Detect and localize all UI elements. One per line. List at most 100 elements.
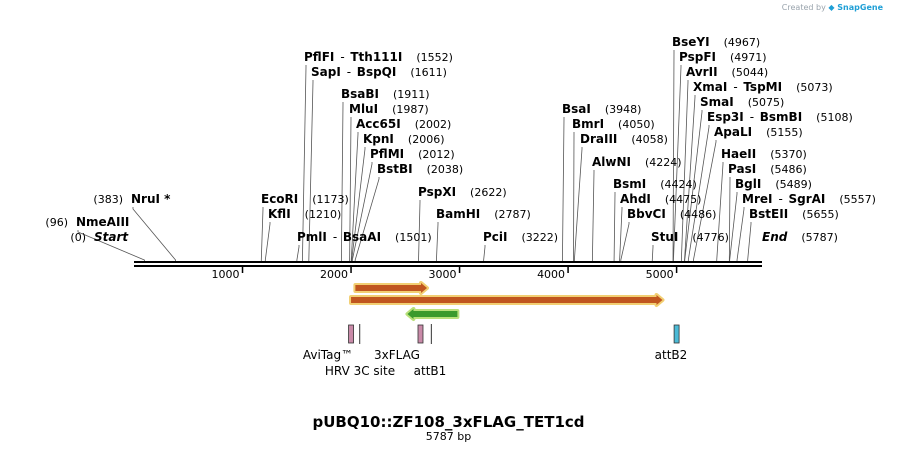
site-xmai: XmaI-TspMI(5073) <box>693 80 833 94</box>
site-name: MreI <box>742 192 772 206</box>
site-position: (0) <box>70 231 86 244</box>
site-leader <box>260 207 264 263</box>
site-pmli: PmlI-BsaAI(1501) <box>297 230 432 244</box>
site-ecori: EcoRI(1173) <box>261 192 349 206</box>
site-name: Start <box>94 230 129 244</box>
site-name: Acc65I <box>356 117 401 131</box>
site-name: PflMI <box>370 147 404 161</box>
site-separator: - <box>347 65 351 79</box>
site-name-alt: BsmBI <box>760 110 802 124</box>
site-name: EcoRI <box>261 192 298 206</box>
site-leader <box>651 245 654 263</box>
site-position: (4971) <box>730 51 767 64</box>
site-name: XmaI <box>693 80 727 94</box>
site-leader <box>483 245 486 263</box>
site-name: NruI * <box>131 192 171 206</box>
site-position: (3948) <box>605 103 642 116</box>
site-pasi: PasI(5486) <box>728 162 807 176</box>
site-name: PflFI <box>304 50 334 64</box>
site-position: (5073) <box>796 81 833 94</box>
site-leader <box>351 147 366 263</box>
site-name: PciI <box>483 230 508 244</box>
site-name: BsaBI <box>341 87 379 101</box>
site-leader <box>573 147 583 263</box>
site-name: HaeII <box>721 147 756 161</box>
site-bamhi: BamHI (2787) <box>436 207 531 221</box>
site-name: PmlI <box>297 230 327 244</box>
site-nrui: NruI *(383) <box>93 192 171 206</box>
site-separator: - <box>778 192 782 206</box>
site-leader <box>620 222 630 263</box>
site-name: BbvCI <box>627 207 666 221</box>
marker-label: attB1 <box>414 364 447 378</box>
plasmid-name: pUBQ10::ZF108_3xFLAG_TET1cd <box>312 413 585 431</box>
site-position: (4224) <box>645 156 682 169</box>
site-position: (2787) <box>494 208 531 221</box>
site-alwni: AlwNI(4224) <box>592 155 682 169</box>
feature-arrow-body <box>355 283 428 293</box>
site-position: (4776) <box>692 231 729 244</box>
marker-label: AviTag™ <box>303 348 353 362</box>
site-bstbi: BstBI(2038) <box>377 162 463 176</box>
site-name: BsmI <box>613 177 646 191</box>
site-name: StuI <box>651 230 678 244</box>
site-leader <box>132 207 176 263</box>
site-leader <box>716 162 724 263</box>
site-position: (5155) <box>766 126 803 139</box>
site-bseyi: BseYI(4967) <box>672 35 760 49</box>
site-position: (4050) <box>618 118 655 131</box>
site-name: DraIII <box>580 132 617 146</box>
site-name: KpnI <box>363 132 394 146</box>
site-pflmi: PflMI(2012) <box>370 147 455 161</box>
site-name: NmeAIII <box>76 215 129 229</box>
marker-avitag: AviTag™ <box>303 324 354 362</box>
site-position: (5557) <box>839 193 876 206</box>
ruler-tick-label: 3000 <box>429 268 457 281</box>
marker-box <box>673 324 680 344</box>
site-name: BstEII <box>749 207 788 221</box>
site-name: BsaI <box>562 102 591 116</box>
site-leader <box>729 192 738 263</box>
marker-label: 3xFLAG <box>374 348 420 362</box>
watermark-prefix: Created by <box>781 3 826 12</box>
site-stui: StuI (4776) <box>651 230 729 244</box>
site-acc65i: Acc65I(2002) <box>356 117 451 131</box>
site-bgli: BglI(5489) <box>735 177 812 191</box>
site-position: (4486) <box>680 208 717 221</box>
site-name: BamHI <box>436 207 480 221</box>
site-position: (2622) <box>470 186 507 199</box>
site-name: AvrII <box>686 65 718 79</box>
snapgene-logo: ◆ SnapGene <box>828 3 883 12</box>
site-sapi: SapI-BspQI(1611) <box>311 65 447 79</box>
site-separator: - <box>733 80 737 94</box>
site-name: AhdI <box>620 192 651 206</box>
site-position: (5489) <box>775 178 812 191</box>
site-bmri: BmrI(4050) <box>572 117 655 131</box>
site-position: (4475) <box>665 193 702 206</box>
site-leader <box>747 222 752 263</box>
site-name-alt: SgrAI <box>788 192 825 206</box>
site-pspxi: PspXI(2622) <box>418 185 507 199</box>
site-name: End <box>762 230 788 244</box>
site-bbvci: BbvCI (4486) <box>627 207 716 221</box>
marker-label: attB2 <box>655 348 688 362</box>
site-position: (4967) <box>724 36 761 49</box>
site-leader <box>591 170 595 263</box>
site-kpni: KpnI(2006) <box>363 132 444 146</box>
feature-arrow-forward <box>349 293 665 307</box>
site-bsabi: BsaBI(1911) <box>341 87 430 101</box>
site-pflfi: PflFI-Tth111I(1552) <box>304 50 453 64</box>
marker-box <box>348 324 354 344</box>
site-position: (1210) <box>305 208 342 221</box>
site-pspfi: PspFI (4971) <box>679 50 767 64</box>
site-mlui: MluI(1987) <box>349 102 429 116</box>
feature-arrows <box>349 281 665 321</box>
site-draiii: DraIII(4058) <box>580 132 668 146</box>
watermark: Created by ◆ SnapGene <box>782 3 883 12</box>
site-separator: - <box>750 110 754 124</box>
ruler-tick-label: 1000 <box>212 268 240 281</box>
site-name: PspFI <box>679 50 716 64</box>
site-bsmi: BsmI(4424) <box>613 177 697 191</box>
